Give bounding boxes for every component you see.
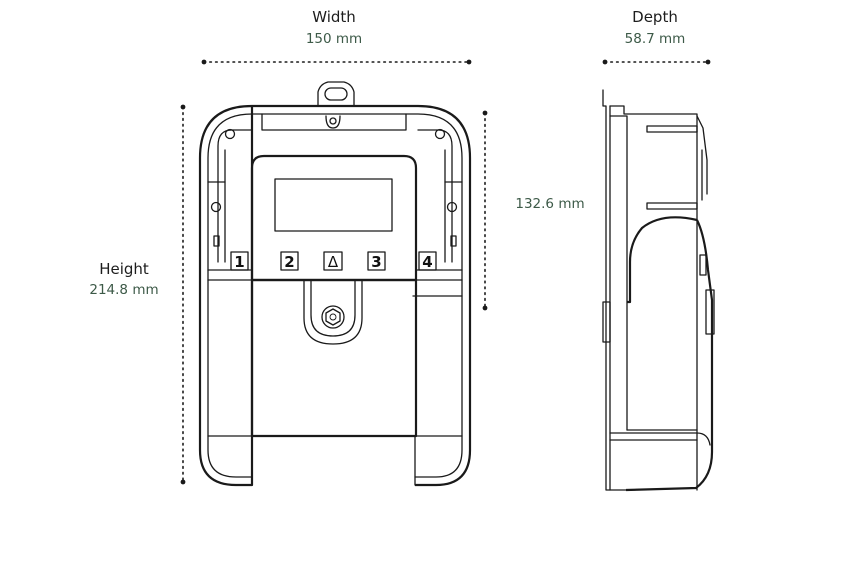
cover-latch [303, 279, 363, 345]
key-delta-label: Δ [328, 253, 339, 271]
left-screw-boss [210, 128, 236, 213]
key-2[interactable]: 2 [280, 251, 299, 271]
outer-housing [198, 104, 472, 487]
key-1-label: 1 [234, 253, 244, 271]
depth-value: 58.7 mm [624, 31, 686, 47]
right-screw-boss [434, 128, 458, 213]
key-4-label: 4 [422, 253, 432, 271]
keypad: 1 2 Δ 3 4 [230, 251, 437, 271]
inner-height-value: 132.6 mm [515, 196, 585, 212]
key-3-label: 3 [371, 253, 381, 271]
key-2-label: 2 [284, 253, 294, 271]
key-delta[interactable]: Δ [323, 251, 343, 271]
key-1[interactable]: 1 [230, 251, 249, 271]
width-value: 150 mm [305, 31, 363, 47]
terminal-cover [250, 278, 418, 438]
front-view: 1 2 Δ 3 4 [198, 81, 472, 487]
side-view [602, 89, 715, 492]
depth-dimension-line [602, 59, 711, 65]
width-title: Width [312, 8, 356, 26]
depth-title: Depth [632, 8, 678, 26]
hex-screw-icon [321, 305, 345, 329]
side-clip-upper [646, 125, 698, 133]
height-dimension-line [180, 104, 186, 485]
side-clip-lower [646, 202, 698, 210]
top-screw-boss [325, 115, 341, 129]
height-value: 214.8 mm [89, 282, 159, 298]
hanging-tab [317, 81, 355, 107]
key-4[interactable]: 4 [418, 251, 437, 271]
height-title: Height [99, 260, 149, 278]
key-3[interactable]: 3 [367, 251, 386, 271]
lcd-screen [274, 178, 393, 232]
width-dimension-line [201, 59, 472, 65]
inner-height-dimension-line [482, 110, 488, 311]
side-hinge [602, 301, 611, 343]
